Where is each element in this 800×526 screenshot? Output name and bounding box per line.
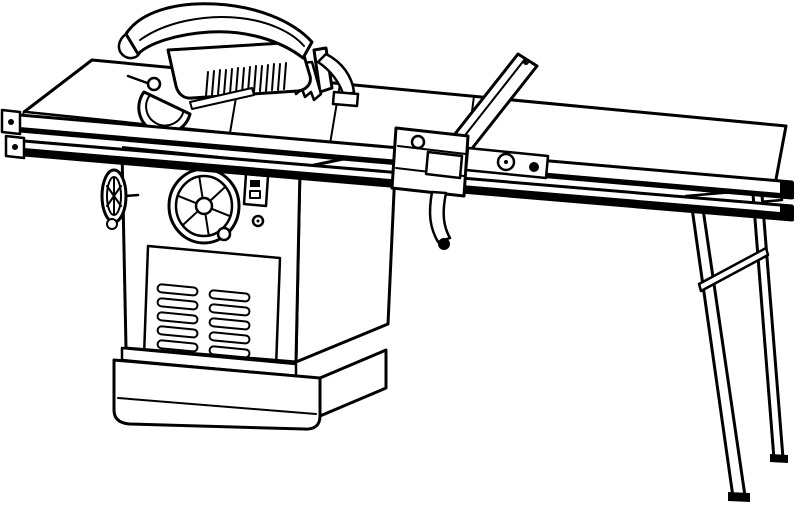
guard-side-plate	[166, 40, 312, 100]
micro-adjust-stop	[529, 162, 539, 172]
leg-brace	[697, 246, 770, 293]
fence-end-bolt	[523, 59, 529, 65]
start-button	[249, 190, 261, 199]
blade-tilt-handwheel	[100, 168, 140, 230]
plinth-side	[318, 348, 388, 418]
miter-bar	[189, 87, 255, 110]
plinth-front	[112, 358, 322, 431]
plinth-molding-line	[117, 397, 317, 415]
handwheel-spokes	[177, 176, 231, 236]
guard-front-curl	[117, 32, 142, 60]
crank-knob	[216, 226, 232, 242]
miter-lock-knob	[146, 76, 162, 92]
rear-leg-foot	[770, 454, 788, 463]
extension-leg-front	[690, 206, 747, 499]
fence-clamp-nose	[424, 150, 464, 180]
rip-fence	[390, 52, 550, 250]
guard-mount-bracket	[331, 90, 360, 108]
tilt-wheel-spokes	[106, 177, 122, 215]
fence-lock-lever	[428, 190, 452, 244]
power-switch	[242, 172, 270, 228]
guard-hood	[124, 2, 314, 60]
guard-hatching	[205, 62, 287, 97]
blade-elevation-handwheel	[167, 167, 241, 245]
stop-button	[250, 180, 260, 187]
extension-leg-rear	[751, 192, 785, 461]
extension-legs	[684, 186, 788, 502]
lever-knob	[438, 238, 450, 250]
tilt-crank-knob	[106, 218, 118, 230]
guard-hood-ridge	[139, 15, 305, 47]
rail-end-cap-right-upper	[780, 181, 794, 199]
miter-handle	[126, 74, 152, 86]
base-plinth	[112, 346, 388, 431]
handwheel-hub	[194, 196, 214, 216]
miter-scale-arc	[145, 94, 185, 127]
blade-guard	[117, 2, 360, 108]
carriage-front-knob	[410, 134, 426, 150]
front-leg-foot	[728, 492, 750, 502]
louver-vents	[156, 283, 251, 359]
rail-end-cap-right-lower	[780, 205, 794, 221]
